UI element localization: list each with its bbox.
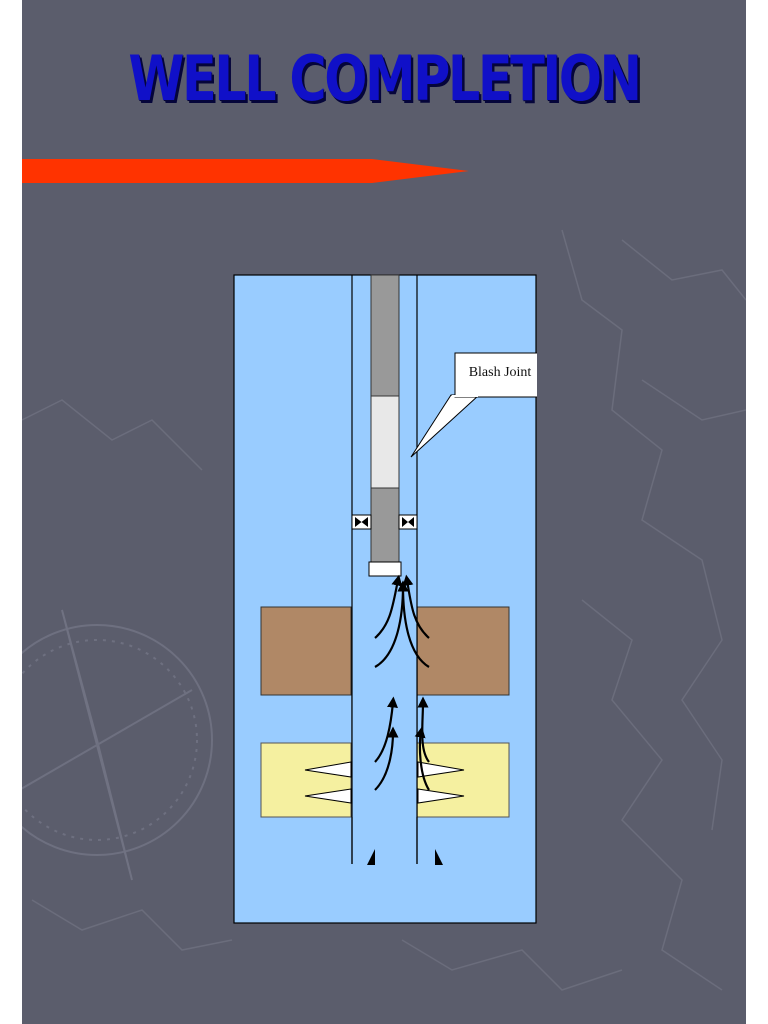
lower-zone-layer (260, 742, 510, 818)
well-completion-diagram: Blash Joint (233, 274, 537, 924)
accent-bar (22, 159, 469, 183)
compass-icon (22, 609, 213, 881)
tubing (368, 274, 402, 577)
tubing-tail (368, 561, 402, 577)
background-map-art (22, 229, 746, 991)
slide-title: WELL COMPLETION (128, 42, 642, 115)
slide: WELL COMPLETION (22, 0, 746, 1024)
flow-arrow-icon (374, 574, 430, 791)
blast-joint-callout: Blash Joint (410, 352, 537, 458)
perforation-icon (304, 761, 465, 804)
blast-joint-label: Blash Joint (469, 365, 532, 380)
casing-shoe-icon (367, 849, 443, 865)
packer-icon (351, 514, 418, 530)
blast-joint (370, 395, 400, 489)
upper-zone-layer (260, 606, 510, 696)
